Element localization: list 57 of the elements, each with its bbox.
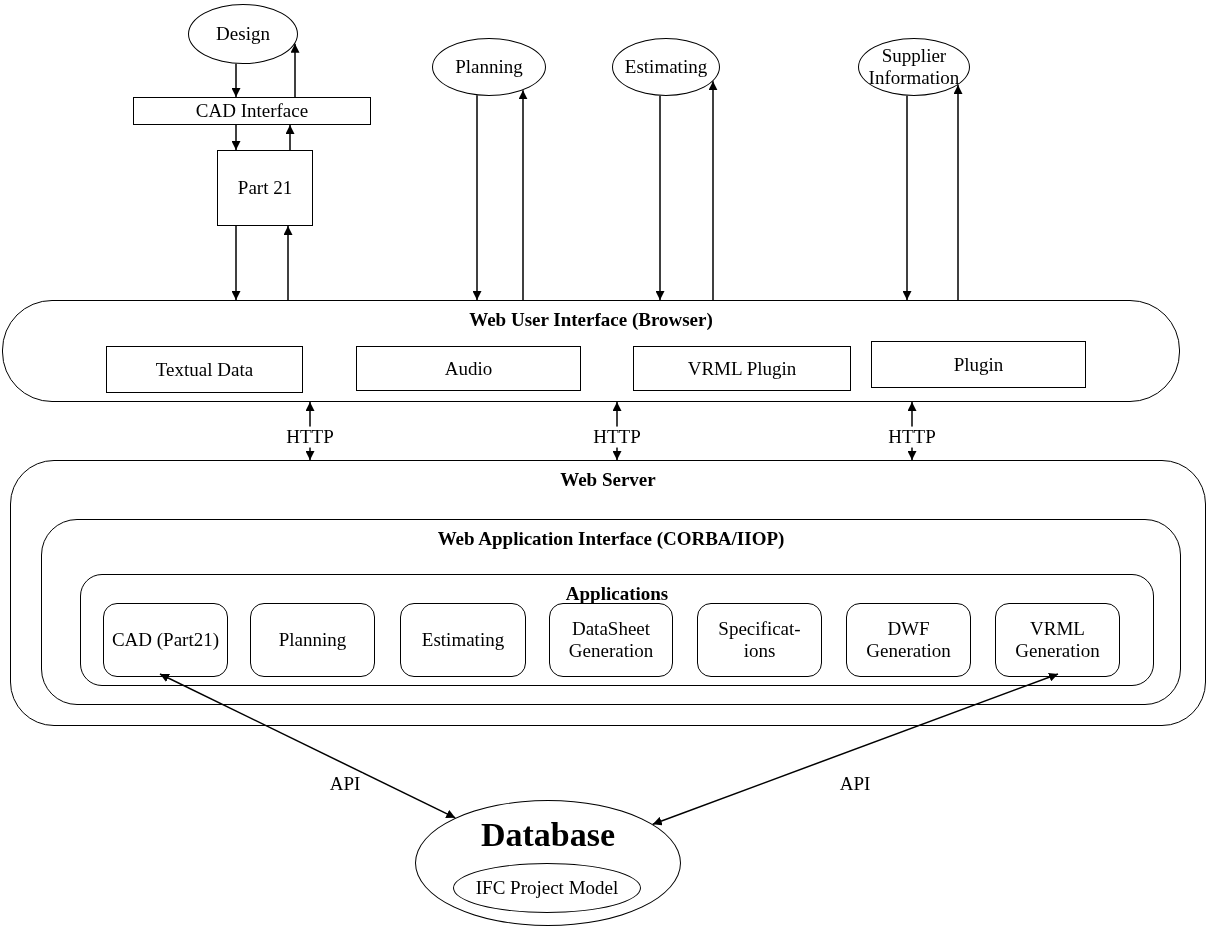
process-box — [103, 603, 228, 677]
process-box — [549, 603, 673, 677]
edge-label: HTTP — [886, 426, 938, 448]
arrow — [285, 124, 295, 151]
node-label: IFC Project Model — [474, 877, 620, 899]
process-box — [400, 603, 526, 677]
node-label: CAD Interface — [194, 100, 310, 122]
process-box — [995, 603, 1120, 677]
node-label: Audio — [443, 357, 494, 380]
node-label: Design — [215, 23, 271, 45]
edge-label: HTTP — [591, 426, 643, 448]
process-box — [250, 603, 375, 677]
arrow — [283, 225, 293, 301]
edge-label: HTTP — [284, 426, 336, 448]
node-label: Part 21 — [236, 177, 294, 199]
process-box — [106, 346, 303, 393]
process-box — [846, 603, 971, 677]
arrow — [518, 89, 528, 301]
node-label: VRML Generation — [1014, 618, 1101, 662]
node-label: Planning — [277, 629, 348, 651]
node-label: Plugin — [952, 353, 1005, 376]
process-box — [217, 150, 313, 226]
process-box — [633, 346, 851, 391]
arrow — [472, 94, 482, 301]
node-label: DWF Generation — [865, 618, 952, 662]
browser-band — [2, 300, 1180, 402]
node-label: Web Server — [559, 469, 657, 491]
arrow — [290, 43, 300, 98]
container-box — [41, 519, 1181, 705]
arrow — [231, 124, 241, 151]
process-box — [871, 341, 1086, 388]
process-box — [356, 346, 581, 391]
node-label: Textual Data — [154, 358, 255, 381]
node-label: CAD (Part21) — [110, 629, 221, 651]
arrow — [231, 63, 241, 98]
node-label: Supplier Information — [867, 45, 961, 89]
node-label: Planning — [454, 56, 524, 78]
node-label: Estimating — [420, 629, 506, 651]
container-box — [10, 460, 1206, 726]
arrow — [159, 673, 457, 819]
node-label: DataSheet Generation — [567, 618, 655, 662]
process-box — [133, 97, 371, 125]
arrow — [708, 80, 718, 301]
process-box — [697, 603, 822, 677]
node-label: Web Application Interface (CORBA/IIOP) — [436, 528, 786, 550]
arrow — [231, 225, 241, 301]
node-label: VRML Plugin — [686, 357, 798, 380]
arrow — [652, 672, 1059, 826]
arrow — [655, 95, 665, 301]
arrow — [902, 95, 912, 301]
node-label: Applications — [564, 583, 670, 605]
container-box — [80, 574, 1154, 686]
node-label: Estimating — [623, 56, 709, 78]
database-title: Database — [479, 815, 617, 855]
arrow — [953, 84, 963, 301]
node-label: Web User Interface (Browser) — [468, 309, 714, 331]
node-label: Specificat- ions — [717, 618, 802, 662]
